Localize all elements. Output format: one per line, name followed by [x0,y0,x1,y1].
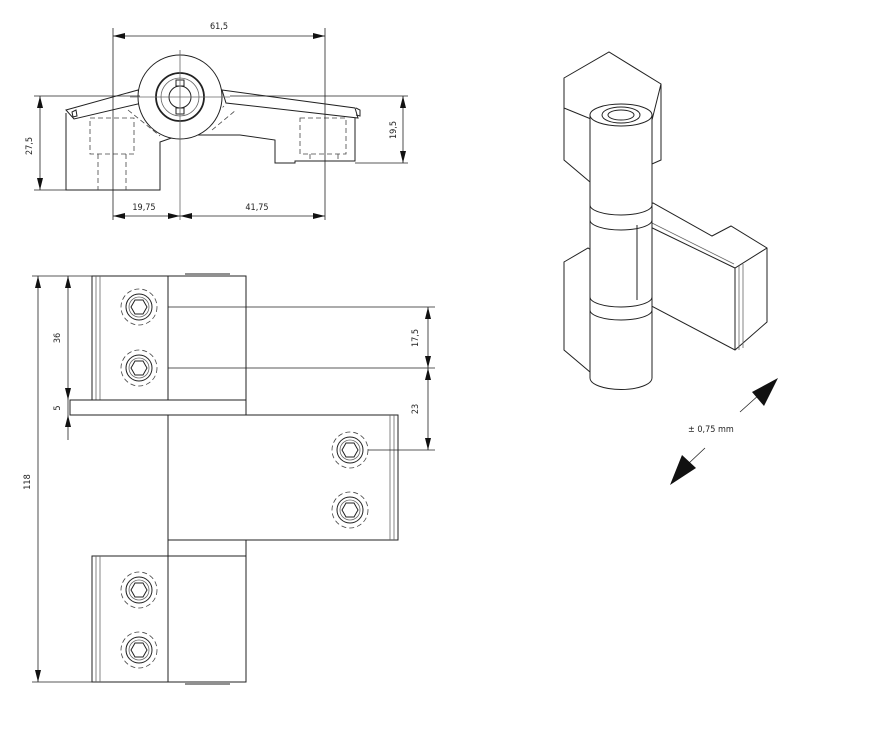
screw-icon [120,631,158,669]
top-view: 61,5 27,5 19,5 19,75 41,75 [25,22,408,220]
dim-total-height: 118 [23,474,33,489]
dim-screw-spacing: 17,5 [411,329,421,347]
screw-icon [120,288,158,326]
dim-overall-width: 61,5 [210,22,228,32]
screw-icon [331,431,369,469]
isometric-view: ± 0,75 mm [563,51,778,485]
screw-icon [331,491,369,529]
dim-right-offset: 41,75 [245,203,268,213]
dim-overall-height: 27,5 [25,137,35,155]
dim-gap: 5 [53,405,63,410]
dim-right-height: 19,5 [389,121,399,139]
screw-icon [120,349,158,387]
dim-left-offset: 19,75 [132,203,155,213]
dim-offset: 23 [411,404,421,414]
screw-icon [120,571,158,609]
front-view: 118 36 5 17,5 23 [23,273,435,685]
dim-leaf-height: 36 [53,333,63,343]
adjustment-range-label: ± 0,75 mm [688,425,734,435]
